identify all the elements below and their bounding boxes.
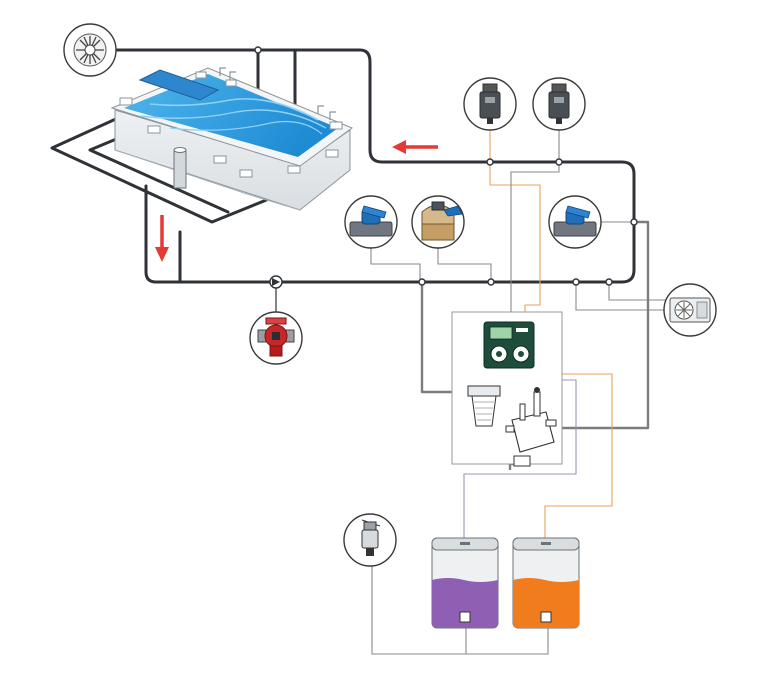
heatpump-line: [575, 282, 666, 311]
pipe-network: [50, 48, 666, 655]
valve1-line: [370, 236, 421, 282]
probe-chamber-icon: [505, 387, 557, 453]
ball-valve-2-icon: [548, 195, 602, 249]
sensor2-line: [510, 130, 560, 330]
skimmer-icon: [63, 23, 117, 77]
circulation-pump-icon: [249, 311, 303, 365]
junction: [555, 158, 563, 166]
junction: [418, 278, 426, 286]
purple-tank-icon: [431, 537, 499, 629]
junction: [605, 278, 613, 286]
pipe-junctions: [254, 46, 638, 286]
heat-pump-icon: [663, 283, 717, 337]
check-valve-icon: [269, 275, 283, 312]
junction: [254, 46, 262, 54]
dosing-controller-icon: [483, 321, 535, 369]
probe-sensor-2-icon: [532, 77, 586, 131]
level-probe-icon: [343, 513, 397, 567]
suction-flow-arrow-icon: [155, 215, 169, 262]
probe-sensor-1-icon: [463, 77, 517, 131]
junction: [572, 278, 580, 286]
suction-pipe-down: [144, 184, 192, 284]
junction: [486, 158, 494, 166]
return-flow-arrow-icon: [392, 140, 438, 154]
bypass-return-pipe: [546, 220, 650, 430]
suction-pipe-left: [50, 116, 318, 224]
tank-suction-line: [371, 560, 549, 655]
junction: [487, 278, 495, 286]
sensor1-line: [489, 130, 541, 335]
heatpump-line-2: [608, 282, 666, 301]
pool-icon: [110, 67, 354, 211]
orange-tank-icon: [512, 537, 580, 629]
injector-icon: [513, 455, 531, 467]
junction: [630, 218, 638, 226]
strainer-icon: [467, 385, 501, 427]
filter-line: [437, 240, 492, 282]
return-pipe-top: [114, 48, 636, 284]
ball-valve-1-icon: [344, 195, 398, 249]
sand-filter-icon: [411, 195, 465, 249]
